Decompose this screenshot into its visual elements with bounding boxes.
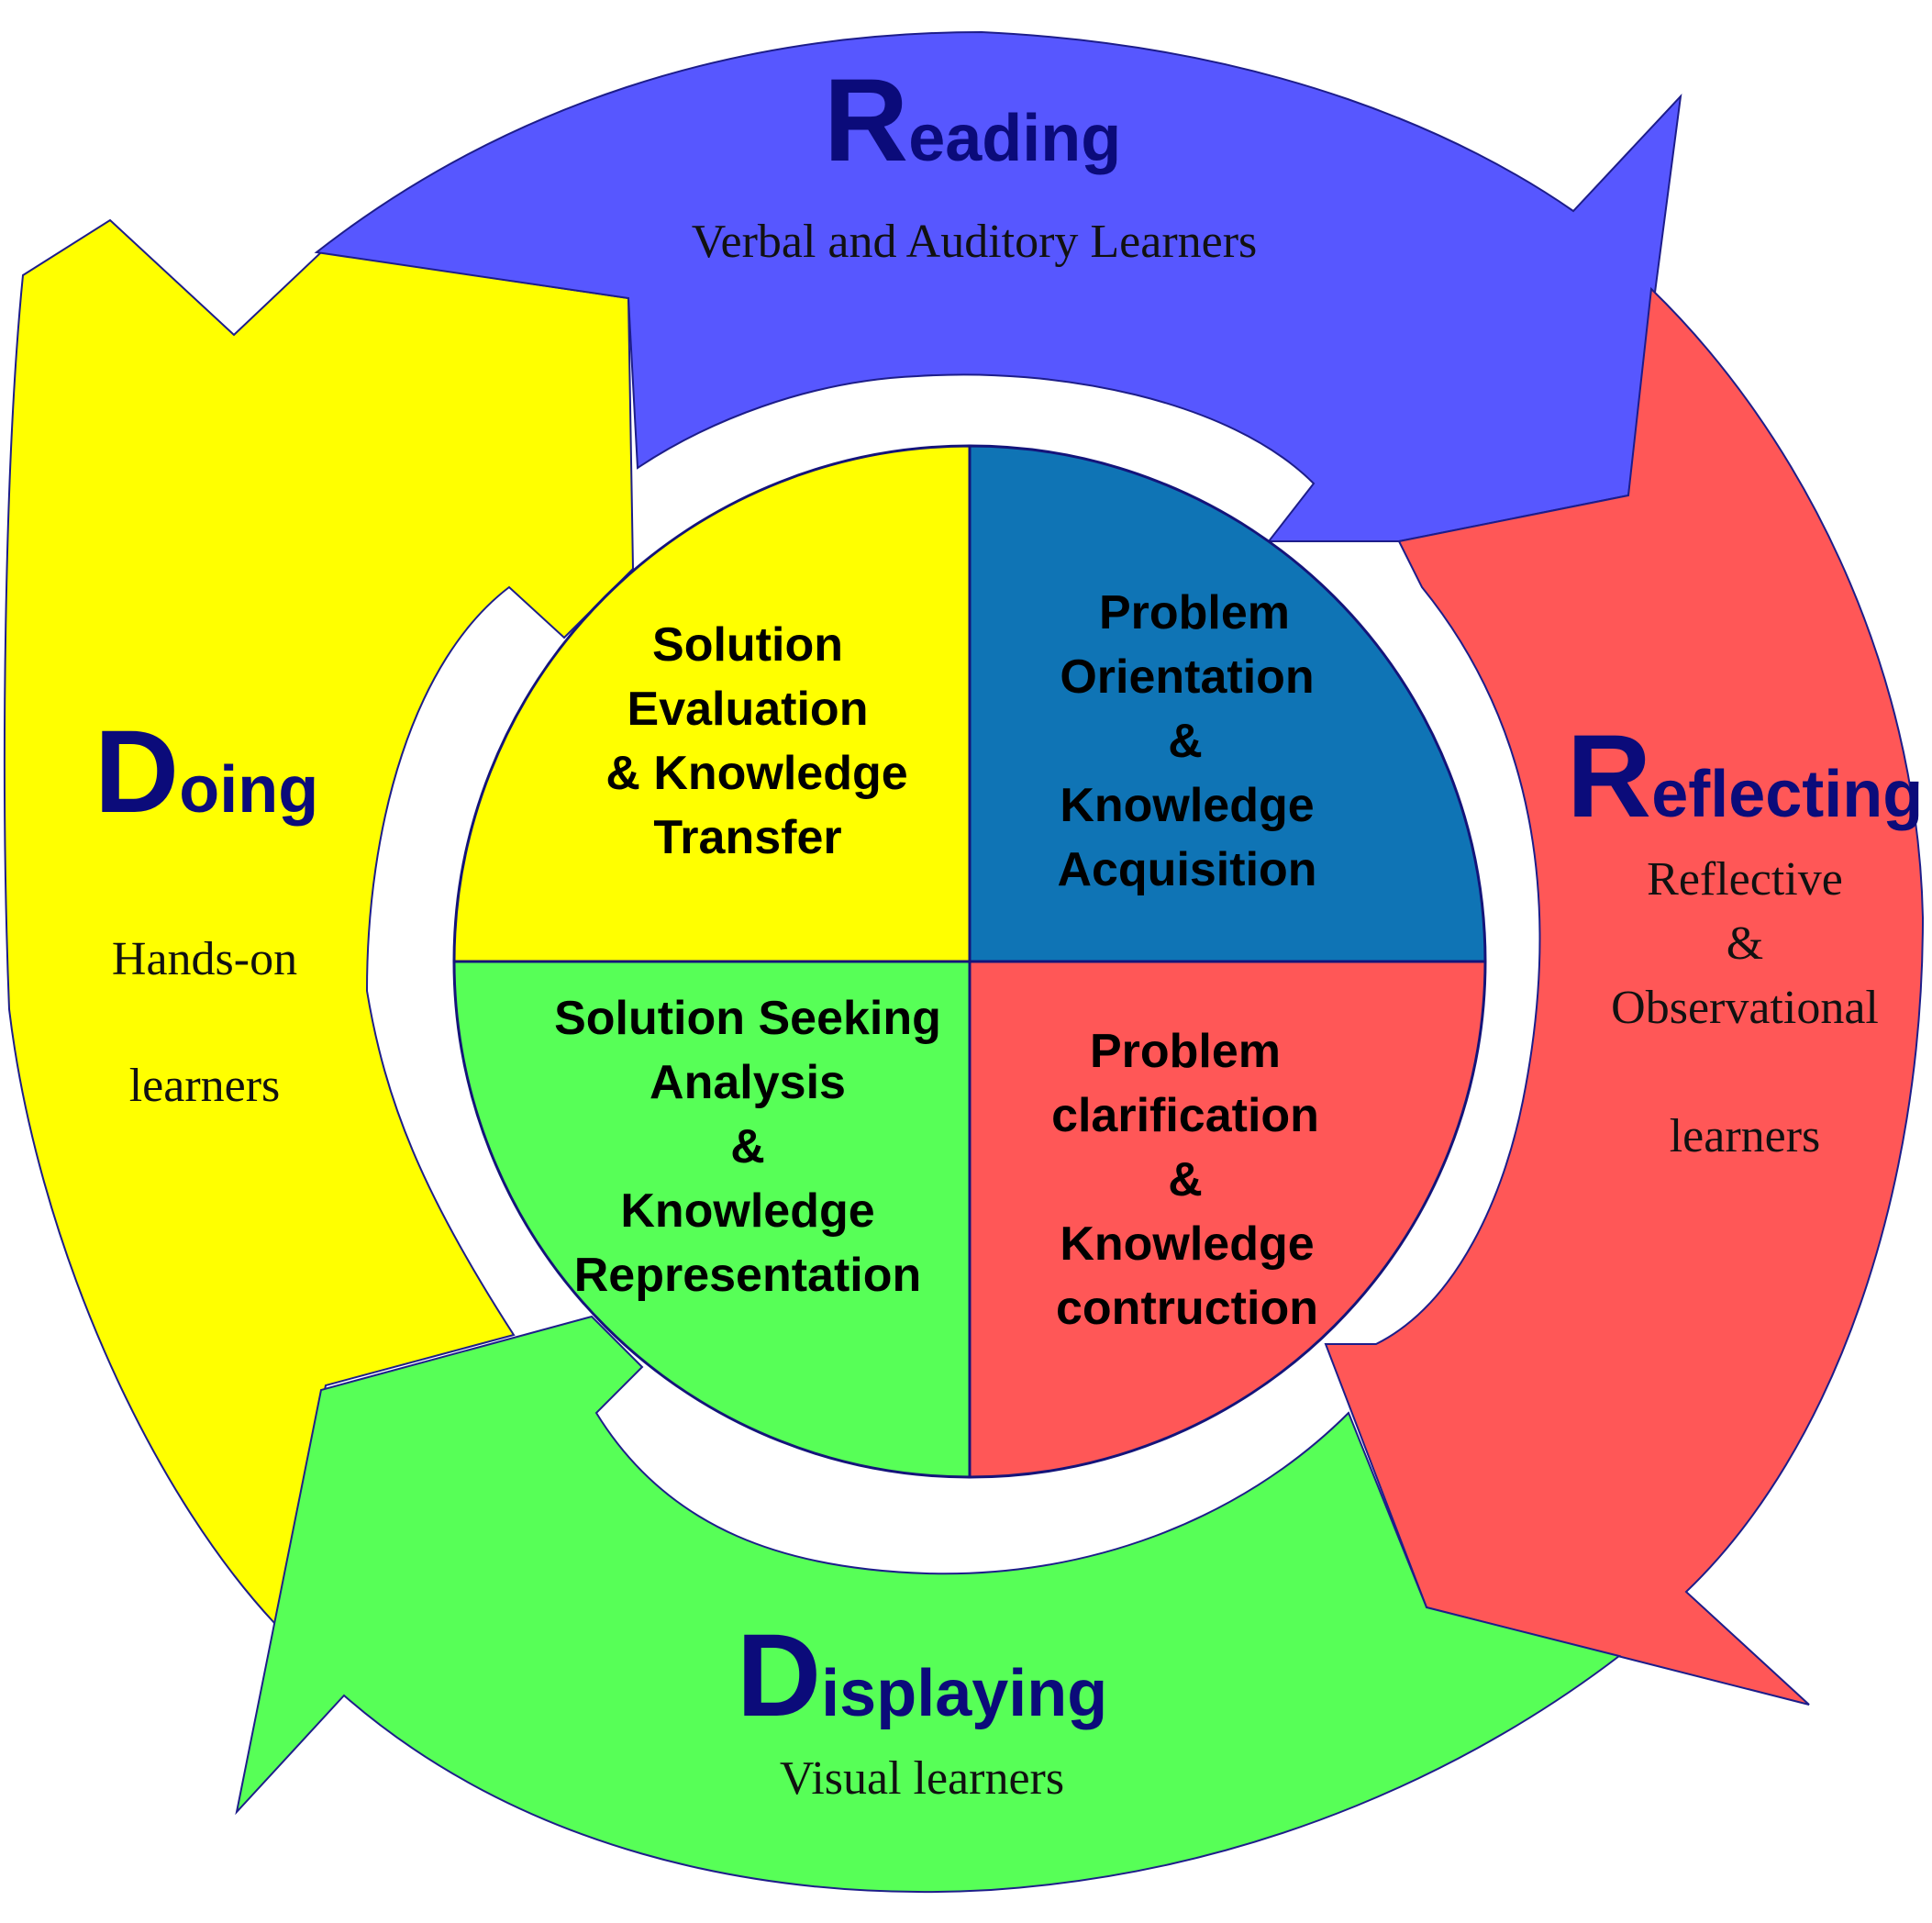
svg-text:Analysis: Analysis (650, 1056, 846, 1109)
quadrant-top-left (452, 444, 972, 963)
svg-text:contruction: contruction (1056, 1282, 1318, 1335)
quadrant-bottom-right (968, 960, 1487, 1479)
svg-text:Representation: Representation (574, 1249, 922, 1302)
reflecting-title: Reflecting (1567, 711, 1924, 842)
svg-text:&: & (1168, 1153, 1203, 1206)
displaying-title: Displaying (737, 1610, 1108, 1741)
doing-arrow (4, 218, 635, 1627)
svg-text:Orientation: Orientation (1060, 650, 1314, 704)
svg-text:Knowledge: Knowledge (1060, 1217, 1314, 1271)
svg-text:Solution: Solution (652, 618, 843, 672)
doing-title: Doing (94, 706, 318, 838)
doing-description-line-2: learners (129, 1060, 281, 1112)
quadrant-top-right-label: Problem Orientation & Knowledge Acquisit… (1057, 586, 1316, 896)
displaying-arrow (235, 1315, 1622, 1894)
doing-description-line-1: Hands-on (112, 933, 297, 985)
quadrant-top-right (968, 444, 1487, 963)
reading-arrow (314, 30, 1682, 542)
displaying-description: Visual learners (780, 1752, 1064, 1805)
quadrant-bottom-right-label: Problem clarification & Knowledge contru… (1051, 1025, 1319, 1335)
svg-text:Problem: Problem (1099, 586, 1290, 639)
svg-text:Knowledge: Knowledge (1060, 779, 1314, 832)
svg-text:Acquisition: Acquisition (1057, 843, 1316, 896)
reflecting-description-line-1: Reflective (1647, 853, 1843, 906)
svg-text:Evaluation: Evaluation (627, 683, 869, 736)
quadrant-bottom-left (452, 960, 972, 1479)
svg-text:Knowledge: Knowledge (620, 1184, 874, 1238)
svg-text:clarification: clarification (1051, 1089, 1319, 1142)
quadrant-bottom-left-label: Solution Seeking Analysis & Knowledge Re… (554, 992, 941, 1302)
reflecting-description-line-3: Observational (1611, 982, 1879, 1034)
svg-text:&: & (730, 1120, 765, 1173)
quadrant-top-left-label: Solution Evaluation & Knowledge Transfer (605, 618, 907, 864)
reading-description: Verbal and Auditory Learners (692, 216, 1258, 268)
reflecting-description-line-2: & (1727, 917, 1763, 970)
svg-text:Problem: Problem (1090, 1025, 1281, 1078)
svg-text:&: & (1168, 715, 1203, 768)
reflecting-description-line-4: learners (1670, 1110, 1821, 1162)
reflecting-arrow (1324, 286, 1925, 1706)
svg-text:Solution Seeking: Solution Seeking (554, 992, 941, 1045)
svg-text:& Knowledge: & Knowledge (605, 747, 907, 800)
svg-text:Transfer: Transfer (653, 811, 841, 864)
reading-title: Reading (824, 55, 1121, 186)
